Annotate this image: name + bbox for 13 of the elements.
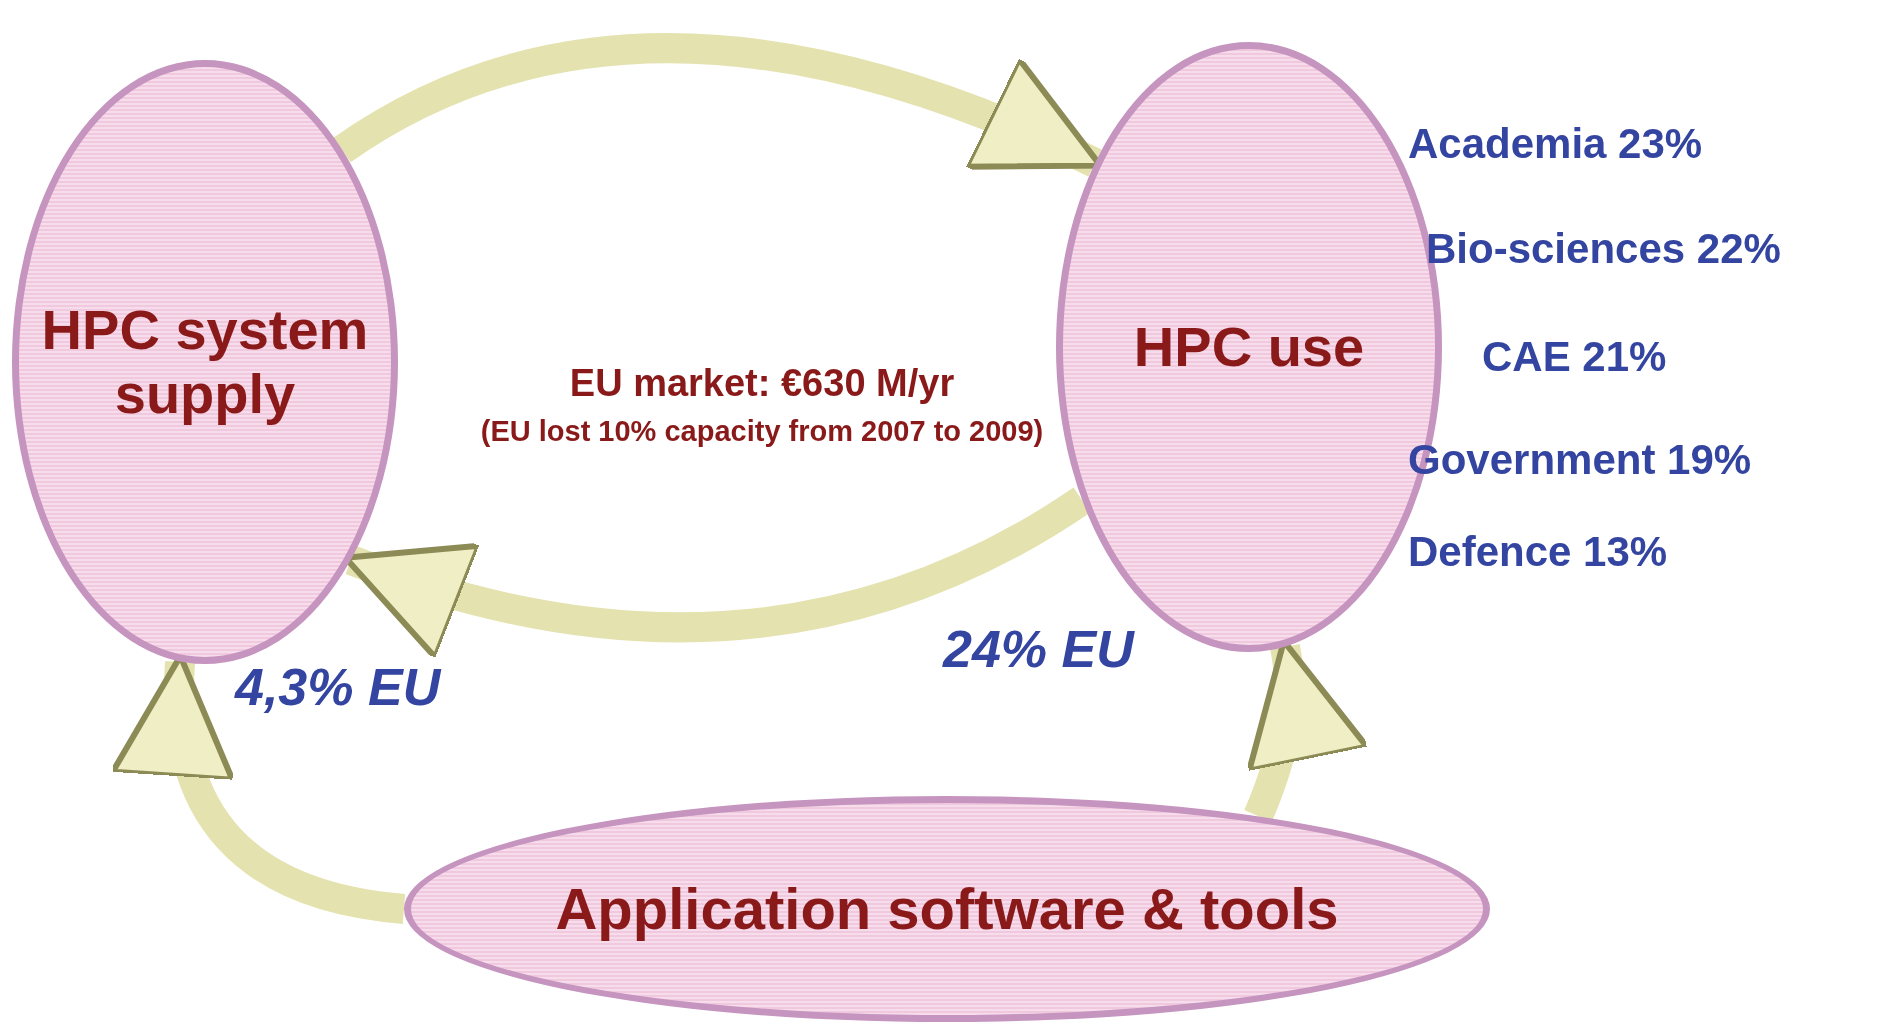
node-label: Application software & tools (555, 875, 1339, 943)
market-note: (EU lost 10% capacity from 2007 to 2009) (480, 415, 1044, 448)
market-note: EU market: €630 M/yr (569, 362, 955, 405)
share-label: 4,3% EU (235, 657, 441, 717)
sector-share-label: Academia 23% (1408, 120, 1703, 168)
sector-share-label: CAE 21% (1482, 333, 1667, 381)
node-label: HPC use (1133, 314, 1365, 380)
share-label: 24% EU (943, 619, 1134, 679)
sector-share-label: Defence 13% (1408, 528, 1668, 576)
sector-share-label: Bio-sciences 22% (1426, 225, 1781, 273)
node-label: HPC system supply (40, 297, 370, 427)
sector-share-label: Government 19% (1408, 436, 1752, 484)
curved-arrow (334, 33, 1104, 177)
